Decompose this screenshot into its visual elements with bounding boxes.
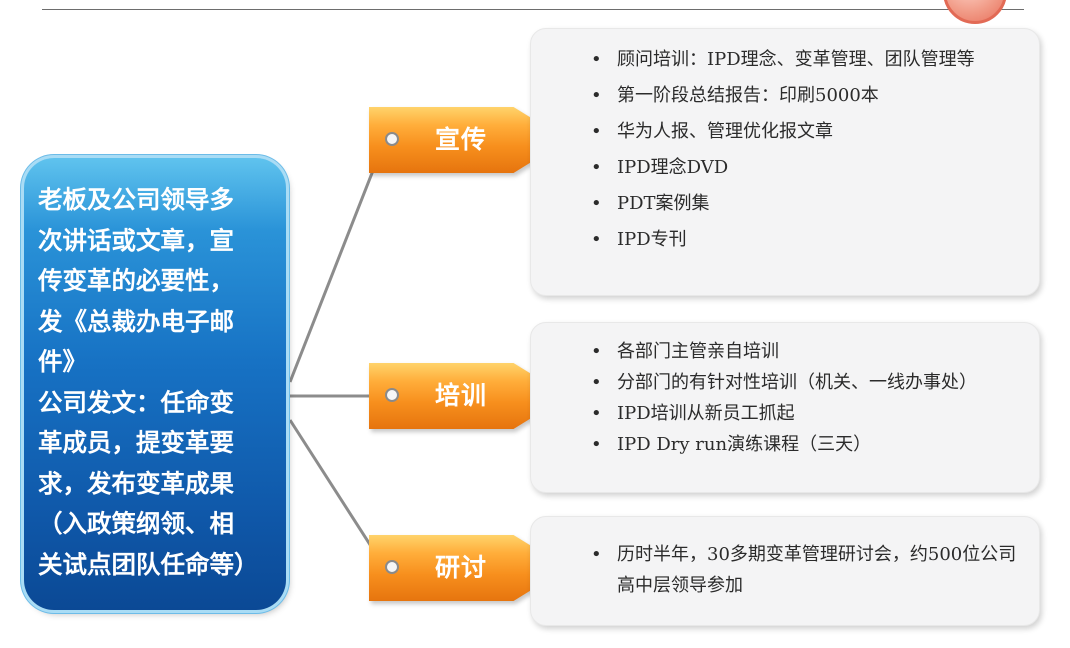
list-item: • 华为人报、管理优化报文章 [531, 116, 1039, 147]
list-item-text: 历时半年，30多期变革管理研讨会，约500位公司高中层领导参加 [617, 544, 1017, 596]
list-item: • IPD培训从新员工抓起 [531, 399, 1039, 429]
bullet-list: • 顾问培训：IPD理念、变革管理、团队管理等 • 第一阶段总结报告：印刷5000本… [531, 44, 1039, 255]
left-box-line: 求，发布变革成果 [38, 468, 234, 498]
list-item: • IPD理念DVD [531, 152, 1039, 183]
bullet-icon: • [591, 544, 602, 565]
bullet-icon: • [591, 157, 602, 178]
bullet-icon: • [591, 49, 602, 70]
panel-yantao: • 历时半年，30多期变革管理研讨会，约500位公司高中层领导参加 [530, 516, 1040, 626]
arrow-label: 培训 [435, 381, 488, 410]
list-item-text: PDT案例集 [617, 193, 710, 214]
left-box-line: 老板及公司领导多 [38, 185, 234, 214]
connector-node-dot [385, 560, 399, 574]
list-item: • 各部门主管亲自培训 [531, 337, 1039, 367]
leadership-communication-box: 老板及公司领导多 次讲话或文章，宣 传变革的必要性， 发《总裁办电子邮 件》 公… [24, 158, 286, 610]
list-item: • 第一阶段总结报告：印刷5000本 [531, 80, 1039, 111]
connector-to-xuanchuan [288, 139, 387, 383]
list-item: • IPD Dry run演练课程（三天） [531, 430, 1039, 460]
arrow-label: 宣传 [435, 125, 488, 154]
bullet-icon: • [591, 85, 602, 106]
bullet-list: • 历时半年，30多期变革管理研讨会，约500位公司高中层领导参加 [531, 539, 1039, 601]
panel-xuanchuan: • 顾问培训：IPD理念、变革管理、团队管理等 • 第一阶段总结报告：印刷5000本… [530, 28, 1040, 296]
panel-peixun: • 各部门主管亲自培训 • 分部门的有针对性培训（机关、一线办事处） • IPD培训从… [530, 322, 1040, 493]
bullet-list: • 各部门主管亲自培训 • 分部门的有针对性培训（机关、一线办事处） • IPD培训从… [531, 337, 1039, 460]
left-box-line: 革成员，提变革要 [38, 428, 234, 457]
left-box-line: 件》 [38, 347, 87, 376]
list-item-text: 分部门的有针对性培训（机关、一线办事处） [617, 372, 977, 393]
bullet-icon: • [591, 229, 602, 250]
list-item-text: IPD培训从新员工抓起 [617, 403, 795, 424]
list-item: • PDT案例集 [531, 188, 1039, 219]
left-box-line: 次讲话或文章，宣 [38, 225, 234, 255]
left-box-line: （入政策纲领、相 [38, 509, 234, 538]
list-item-text: 各部门主管亲自培训 [617, 341, 779, 362]
left-box-line: 传变革的必要性， [38, 266, 234, 295]
arrow-label: 研讨 [435, 553, 488, 582]
list-item-text: 顾问培训：IPD理念、变革管理、团队管理等 [617, 49, 975, 70]
bullet-icon: • [591, 372, 602, 393]
list-item: • IPD专刊 [531, 224, 1039, 255]
list-item-text: IPD理念DVD [617, 157, 729, 178]
left-box-line: 发《总裁办电子邮 [38, 306, 234, 336]
list-item: • 历时半年，30多期变革管理研讨会，约500位公司高中层领导参加 [531, 539, 1039, 601]
connector-node-dot [385, 132, 399, 146]
left-box-line: 公司发文：任命变 [38, 387, 234, 417]
list-item: • 分部门的有针对性培训（机关、一线办事处） [531, 368, 1039, 398]
list-item-text: 第一阶段总结报告：印刷5000本 [617, 85, 879, 106]
bullet-icon: • [591, 403, 602, 424]
left-box-line: 关试点团队任命等） [38, 549, 259, 579]
bullet-icon: • [591, 341, 602, 362]
bullet-icon: • [591, 434, 602, 455]
list-item-text: IPD Dry run演练课程（三天） [617, 434, 872, 455]
list-item-text: IPD专刊 [617, 229, 687, 250]
bullet-icon: • [591, 121, 602, 142]
top-divider-line [42, 9, 1024, 10]
list-item-text: 华为人报、管理优化报文章 [617, 121, 833, 142]
bullet-icon: • [591, 193, 602, 214]
connector-node-dot [385, 388, 399, 402]
list-item: • 顾问培训：IPD理念、变革管理、团队管理等 [531, 44, 1039, 75]
